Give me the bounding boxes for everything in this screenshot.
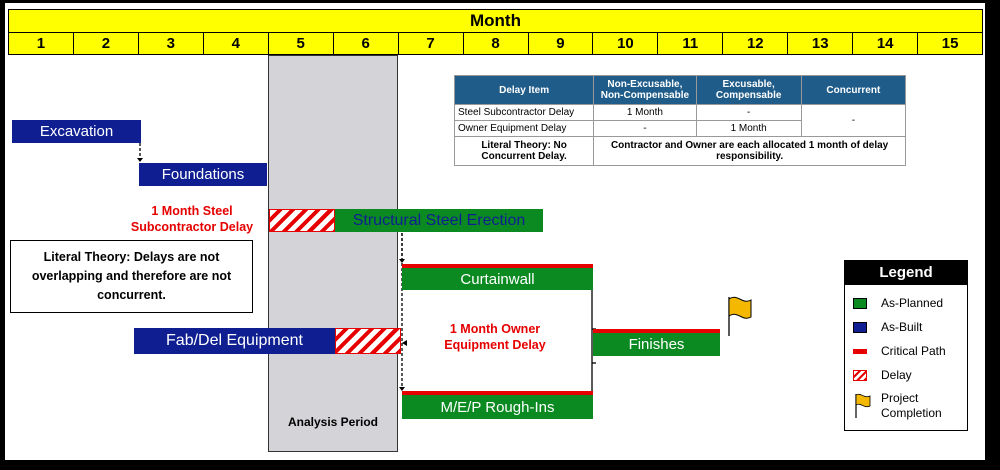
- month-cell: 8: [464, 33, 529, 54]
- table-cell: -: [593, 120, 697, 137]
- bar-excavation: Excavation: [12, 120, 141, 143]
- table-row: Literal Theory: No Concurrent Delay. Con…: [453, 136, 906, 166]
- bar-fab-del-equipment: Fab/Del Equipment: [134, 328, 335, 354]
- month-header-title: Month: [8, 9, 983, 33]
- bar-finishes: Finishes: [593, 329, 720, 356]
- month-cell: 3: [139, 33, 204, 54]
- arrowhead: [137, 158, 143, 162]
- month-cell: 5: [269, 33, 334, 54]
- month-cell: 13: [788, 33, 854, 54]
- month-cell: 4: [204, 33, 269, 54]
- legend-item: Delay: [853, 368, 912, 382]
- month-cell: 1: [9, 33, 74, 54]
- month-cell: 11: [658, 33, 724, 54]
- month-cell: 10: [593, 33, 659, 54]
- flag-icon: [855, 393, 871, 418]
- delay-hatch-owner: [335, 328, 401, 354]
- month-cell: 15: [941, 35, 959, 52]
- analysis-period-band: [268, 55, 398, 452]
- structural-steel-label: Structural Steel Erection: [352, 211, 526, 229]
- delay-allocation-table: Delay Item Non-Excusable, Non-Compensabl…: [453, 75, 907, 166]
- as-built-swatch: [853, 321, 867, 333]
- table-row: Steel Subcontractor Delay 1 Month - -: [453, 104, 907, 137]
- legend-label: As-Built: [881, 320, 923, 334]
- arrowhead: [399, 387, 405, 391]
- table-cell-concurrent: -: [800, 104, 907, 137]
- bar-curtainwall: Curtainwall: [402, 264, 593, 290]
- month-header-row: 1 2 3 4 5 6 7 8 9 10 11 12 13 14 15: [8, 33, 983, 55]
- month-cell: 2: [74, 33, 139, 54]
- label-owner-delay: 1 Month Owner Equipment Delay: [444, 322, 546, 352]
- delay-hatch-steel: [269, 209, 335, 232]
- arrowhead: [399, 259, 405, 263]
- table-cell: -: [695, 104, 802, 121]
- table-cell: Steel Subcontractor Delay: [453, 104, 595, 121]
- literal-theory-note: Literal Theory: Delays are not overlappi…: [10, 240, 253, 313]
- bar-foundations: Foundations: [139, 163, 267, 186]
- schedule-diagram: Month 1 2 3 4 5 6 7 8 9 10 11 12 13 14 1…: [5, 3, 985, 460]
- table-cell: 1 Month: [695, 120, 802, 137]
- legend-item: As-Built: [853, 320, 922, 334]
- legend-item: Critical Path: [853, 344, 946, 358]
- as-planned-swatch: [853, 297, 867, 309]
- month-cell: 9: [529, 33, 594, 54]
- arrowhead: [402, 340, 407, 346]
- table-row: Owner Equipment Delay - 1 Month: [453, 120, 906, 137]
- month-cell: 7: [399, 33, 464, 54]
- legend-title: Legend: [845, 261, 967, 285]
- connector-lines: [137, 143, 752, 393]
- table-cell: 1 Month: [593, 104, 697, 121]
- bar-structural-steel: Structural Steel Erection: [335, 209, 543, 232]
- critical-path-swatch: [853, 348, 867, 354]
- delay-swatch: [853, 369, 867, 381]
- flag-icon: [728, 296, 752, 336]
- legend-item: Project Completion: [853, 391, 951, 421]
- table-header: Excusable, Compensable: [695, 75, 802, 105]
- label-steel-delay: 1 Month Steel Subcontractor Delay: [130, 204, 254, 234]
- legend-label: Critical Path: [881, 344, 946, 358]
- legend-label: Delay: [881, 368, 912, 382]
- month-cell: 14: [853, 33, 919, 54]
- table-header: Delay Item: [453, 75, 595, 105]
- bar-mep-rough-ins: M/E/P Rough-Ins: [402, 391, 593, 419]
- table-header: Concurrent: [800, 75, 907, 105]
- table-footer-label: Literal Theory: No Concurrent Delay.: [453, 136, 595, 166]
- legend-label: As-Planned: [881, 296, 944, 310]
- month-cell: 12: [723, 33, 789, 54]
- analysis-period-label: Analysis Period: [287, 415, 379, 429]
- table-footer-text: Contractor and Owner are each allocated …: [593, 136, 906, 166]
- legend: Legend As-Planned As-Built Critical Path…: [844, 260, 968, 431]
- legend-label: Project Completion: [881, 391, 942, 420]
- month-cell: 6: [334, 33, 399, 54]
- table-header: Non-Excusable, Non-Compensable: [593, 75, 697, 105]
- legend-item: As-Planned: [853, 296, 943, 310]
- table-cell: Owner Equipment Delay: [453, 120, 595, 137]
